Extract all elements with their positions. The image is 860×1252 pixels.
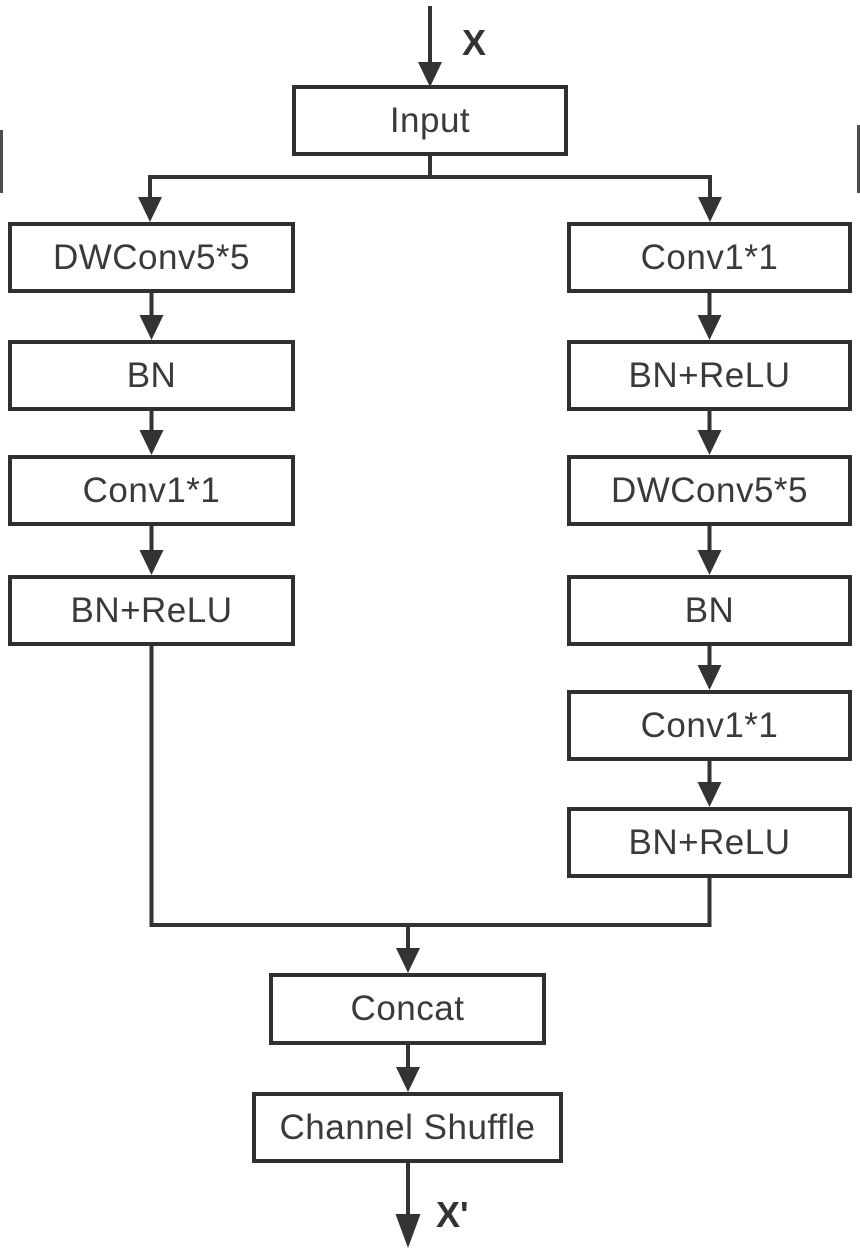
node-left-conv1x1: Conv1*1 — [8, 455, 295, 526]
arrowhead-right-3 — [697, 550, 722, 575]
arrowhead-right-1 — [697, 315, 722, 340]
arrowhead-left-2 — [139, 430, 164, 455]
node-input: Input — [292, 85, 568, 156]
node-right-conv1x1-a: Conv1*1 — [567, 222, 852, 293]
arrowhead-shuffle — [396, 1067, 420, 1092]
connector-split — [148, 156, 712, 199]
arrowhead-input — [418, 62, 442, 87]
arrowhead-right-2 — [697, 430, 722, 455]
arrowhead-output — [395, 1214, 421, 1248]
arrowhead-left-3 — [139, 550, 164, 575]
node-right-bn-relu-a: BN+ReLU — [567, 340, 852, 411]
input-variable-label: X — [462, 22, 487, 63]
node-left-bn-relu: BN+ReLU — [8, 575, 295, 646]
node-right-bn-relu-b: BN+ReLU — [567, 807, 852, 878]
node-concat: Concat — [269, 973, 546, 1045]
arrowhead-concat — [396, 948, 420, 973]
node-right-bn: BN — [567, 575, 852, 646]
node-channel-shuffle: Channel Shuffle — [252, 1092, 563, 1163]
arrowhead-left-drop — [138, 197, 162, 222]
arrowhead-right-drop — [698, 197, 722, 222]
node-left-dwconv5x5: DWConv5*5 — [8, 222, 295, 293]
connector-merge — [149, 646, 712, 927]
node-right-conv1x1-b: Conv1*1 — [567, 690, 852, 761]
node-right-dwconv5x5: DWConv5*5 — [567, 455, 852, 526]
arrowhead-right-4 — [697, 665, 722, 690]
arrowhead-left-1 — [139, 315, 164, 340]
arrowhead-right-5 — [697, 782, 722, 807]
node-left-bn: BN — [8, 340, 295, 411]
output-variable-label: X' — [436, 1194, 469, 1235]
